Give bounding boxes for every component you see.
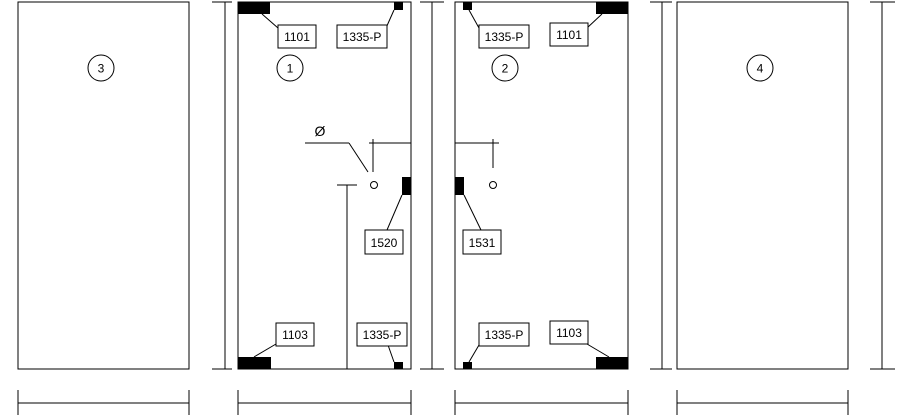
panel-4-outline (676, 1, 849, 370)
panel-3-outline (17, 1, 190, 370)
tag-1101 (277, 24, 317, 49)
tag-1335-p (356, 322, 408, 347)
tag-label: 1101 (556, 28, 582, 42)
hinge-top-left (238, 2, 270, 14)
jamb-1-2 (420, 1, 444, 370)
hardware-top-right (394, 2, 403, 10)
panel-2: 2 1335-P 1101 1531 1335-P 1103 (454, 1, 629, 415)
tag-1103 (275, 322, 315, 347)
panel-2-number-circle (491, 54, 519, 82)
tag-label: 1335-P (485, 30, 524, 44)
hinge-top-right (596, 2, 628, 14)
tag-label: 1335-P (363, 328, 402, 342)
tag-1335-p (478, 24, 530, 49)
panel-1-number-circle (276, 54, 304, 82)
tag-label: 1101 (284, 30, 310, 44)
hardware-bottom-left (463, 362, 472, 369)
panel-1-outline (237, 1, 412, 370)
tag-label: 1335-P (343, 30, 382, 44)
strike-plate (455, 177, 464, 195)
panel-2-outline (454, 1, 629, 370)
lock-cylinder-hole (370, 181, 378, 189)
tag-1103 (549, 320, 589, 345)
tag-1520 (364, 229, 404, 255)
diameter-symbol: Ø (315, 123, 326, 139)
panel-1: 1 Ø 1101 1335-P 1520 1103 1335-P (237, 1, 412, 415)
tag-label: 1103 (556, 326, 582, 340)
panel-4-number-circle (746, 54, 774, 82)
jamb-right (870, 1, 895, 370)
jamb-3-1 (212, 1, 232, 370)
tag-label: 1520 (371, 236, 398, 250)
hinge-bottom-left (238, 357, 271, 369)
hinge-bottom-right (596, 357, 628, 369)
tag-label: 1531 (469, 236, 496, 250)
panel-3-number-circle (87, 54, 115, 82)
panel-3: 3 (17, 1, 190, 415)
panel-3-number: 3 (98, 62, 105, 76)
tag-1335-p (336, 24, 388, 49)
panel-2-number: 2 (502, 62, 509, 76)
hardware-bottom-right (394, 362, 403, 369)
lock-cylinder-hole (489, 181, 497, 189)
tag-1531 (462, 229, 502, 255)
panel-4-number: 4 (757, 62, 764, 76)
tag-label: 1335-P (485, 328, 524, 342)
hardware-top-left (463, 2, 472, 10)
tag-1101 (549, 22, 589, 47)
panel-4: 4 (676, 1, 849, 415)
jamb-2-4 (650, 1, 672, 370)
tag-1335-p (478, 322, 530, 347)
panel-1-number: 1 (287, 62, 294, 76)
strike-plate (402, 177, 411, 195)
tag-label: 1103 (282, 328, 308, 342)
